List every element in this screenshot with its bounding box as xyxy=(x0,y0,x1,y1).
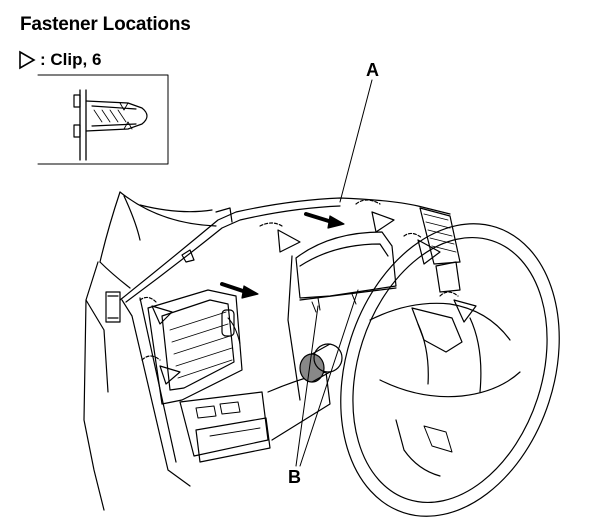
clip-marker-1 xyxy=(259,222,301,253)
windshield-pillar xyxy=(99,191,217,263)
removal-arrow-upper xyxy=(304,212,345,229)
clip-detail-inset xyxy=(37,74,169,165)
triangle-outline-icon xyxy=(19,50,36,70)
leader-lines-b xyxy=(295,289,359,467)
clip-marker-4 xyxy=(139,296,173,325)
clip-marker-2 xyxy=(355,199,395,233)
left-side-panel xyxy=(83,261,131,511)
callout-label-a: A xyxy=(366,60,379,80)
steering-wheel xyxy=(340,223,560,517)
clip-marker-3 xyxy=(403,232,441,265)
removal-arrow-lower xyxy=(220,282,259,299)
legend-label: : Clip, 6 xyxy=(40,50,102,69)
center-vent xyxy=(147,289,243,405)
diagram-title: Fastener Locations xyxy=(20,14,191,35)
gauge-cluster xyxy=(287,231,397,401)
clip-marker-5 xyxy=(141,355,181,385)
leader-line-a xyxy=(339,79,373,203)
steering-column-knob xyxy=(299,343,343,383)
right-side-vent xyxy=(419,207,461,293)
dashboard-upper-panel xyxy=(119,197,451,487)
clip-marker-6 xyxy=(439,291,477,323)
legend: : Clip, 6 xyxy=(18,50,101,70)
callout-label-b: B xyxy=(288,467,301,487)
